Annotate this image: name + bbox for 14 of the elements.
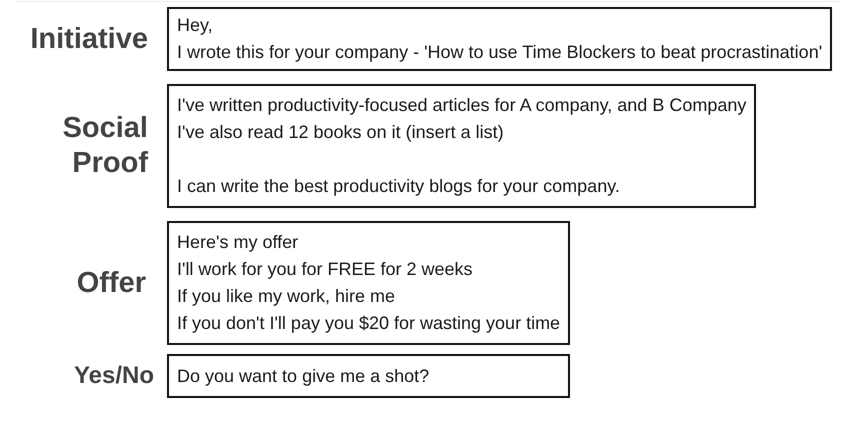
message-text: If you don't I'll pay you $20 for wasting your time bbox=[177, 312, 560, 335]
message-text: I'll work for you for FREE for 2 weeks bbox=[177, 258, 473, 281]
message-text: Hey, bbox=[177, 14, 213, 37]
message-text: I can write the best productivity blogs for your company. bbox=[177, 175, 620, 198]
message-text: I wrote this for your company - 'How to use Time Blockers to beat procrastination' bbox=[177, 41, 822, 64]
message-text: I've also read 12 books on it (insert a list) bbox=[177, 121, 504, 144]
section-heading: Initiative bbox=[30, 22, 148, 56]
section-heading: Yes/No bbox=[74, 362, 154, 390]
message-text: I've written productivity-focused articles for A company, and B Company bbox=[177, 94, 746, 117]
section-heading: Offer bbox=[76, 266, 146, 300]
message-text: If you like my work, hire me bbox=[177, 285, 396, 308]
message-text: Here's my offer bbox=[177, 231, 298, 254]
message-text: Do you want to give me a shot? bbox=[177, 364, 430, 388]
section-heading: Social Proof bbox=[62, 111, 148, 181]
